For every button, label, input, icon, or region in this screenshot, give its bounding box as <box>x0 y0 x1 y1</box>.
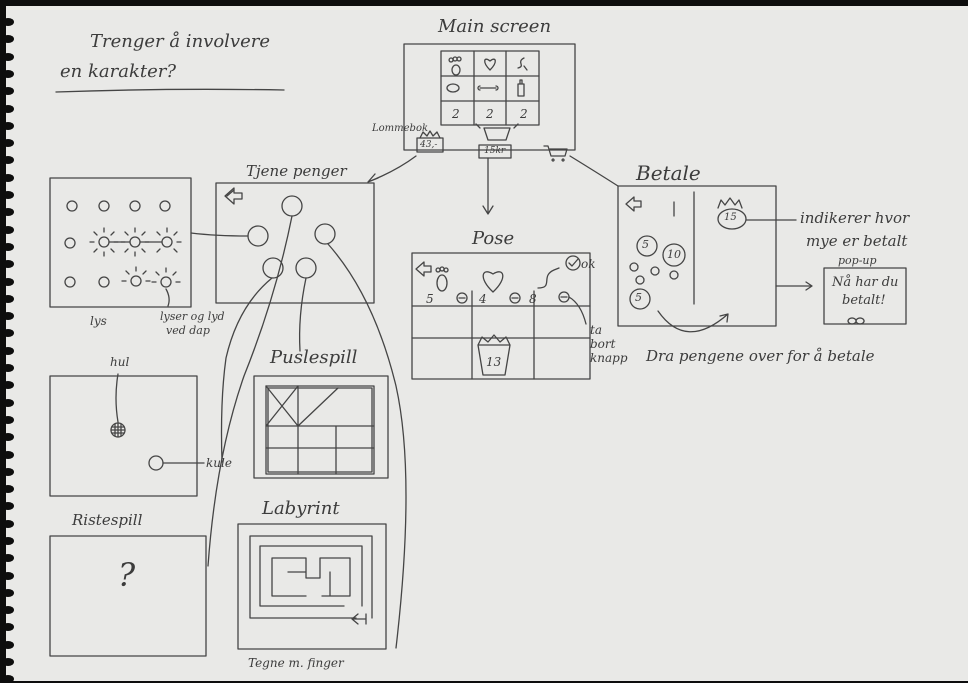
ok-check-circle <box>566 256 580 270</box>
pay-frame <box>618 186 776 326</box>
bag-count-1: 5 <box>426 293 434 305</box>
grid-bottle-icon <box>518 80 524 96</box>
grid-label-2: 2 <box>486 108 494 120</box>
coin-small-2 <box>651 267 659 275</box>
grid-ellipse-icon <box>447 84 459 92</box>
drag-arrow <box>658 311 728 332</box>
remove-note-line-1: ta <box>590 324 602 336</box>
coin-label-5b: 5 <box>635 292 642 303</box>
note-line-1: Trenger å involvere <box>90 33 270 51</box>
earn-button-3 <box>315 224 335 244</box>
drag-caption: Dra pengene over for å betale <box>646 349 875 364</box>
hole-label: hul <box>110 356 129 368</box>
puzzle-title: Puslespill <box>270 349 357 367</box>
note-line-2: en karakter? <box>60 63 176 81</box>
arrow-pay-to-popup <box>776 282 812 290</box>
grid-label-3: 2 <box>520 108 528 120</box>
ball-circle <box>149 456 163 470</box>
grid-snake-icon <box>518 58 527 70</box>
pay-title: Betale <box>636 163 701 183</box>
scratch-title: Ristespill <box>72 513 142 528</box>
coin-small-4 <box>636 276 644 284</box>
bag-snake-icon <box>538 268 559 288</box>
arrow-main-to-earn <box>368 156 416 182</box>
remove-note-line-2: bort <box>590 338 615 350</box>
coin-label-5: 5 <box>642 239 649 250</box>
earn-button-2 <box>248 226 268 246</box>
earn-frame <box>216 183 374 303</box>
lights-caption: lys <box>90 315 107 327</box>
bag-count-2: 4 <box>479 293 487 305</box>
earn-button-5 <box>296 258 316 278</box>
lights-row-3 <box>65 267 180 287</box>
grid-label-1: 2 <box>452 108 460 120</box>
puzzle-frame <box>254 376 388 478</box>
bag-back-icon <box>416 262 431 276</box>
main-screen-title: Main screen <box>438 18 551 36</box>
maze-arrow <box>352 614 366 624</box>
bag-amount-label: 15kr <box>484 147 505 156</box>
bag-title: Pose <box>472 230 514 248</box>
coin-small-1 <box>630 263 638 271</box>
grid-bone-icon <box>478 86 498 90</box>
hole-pointer <box>116 374 118 422</box>
popup-title: pop-up <box>838 255 877 266</box>
coin-small-3 <box>670 271 678 279</box>
link-earn-to-lights <box>191 233 248 236</box>
indicator-note-line-2: mye er betalt <box>806 234 907 249</box>
ball-label: kule <box>206 457 232 469</box>
puzzle-board <box>266 386 374 474</box>
coin-label-10: 10 <box>667 249 681 260</box>
bag-count-3: 8 <box>529 293 537 305</box>
grid-footprint-icon <box>449 57 461 75</box>
earn-title: Tjene penger <box>246 164 347 179</box>
indicator-note-line-1: indikerer hvor <box>800 211 909 226</box>
wallet-amount: 43,- <box>420 141 437 150</box>
maze-caption: Tegne m. finger <box>248 657 344 669</box>
ok-label: ok <box>581 258 596 270</box>
lights-note-line-1: lyser og lyd <box>160 311 225 322</box>
popup-line-1: Nå har du <box>832 276 898 289</box>
note-underline <box>56 89 284 92</box>
lights-note-line-2: ved dap <box>166 325 210 336</box>
basket-amount: 13 <box>486 356 501 368</box>
scratch-question-mark: ? <box>118 559 135 591</box>
bag-footprint-icon <box>436 267 448 291</box>
arrow-main-to-pay <box>570 156 618 186</box>
link-earn-to-maze <box>328 244 406 648</box>
wallet-label: Lommebok <box>372 124 428 134</box>
earn-button-1 <box>282 196 302 216</box>
link-earn-to-puzzle <box>300 278 306 351</box>
popup-coins <box>848 318 864 324</box>
lights-row-1 <box>67 201 170 211</box>
scratch-frame <box>50 536 206 656</box>
maze-walls <box>250 536 372 618</box>
crown-amount: 15 <box>724 213 737 223</box>
maze-title: Labyrint <box>262 500 340 518</box>
arrow-main-to-bag <box>483 158 493 214</box>
main-basket <box>476 124 518 140</box>
bag-heart-icon <box>483 272 503 292</box>
lights-note-pointer <box>166 289 169 306</box>
grid-heart-icon <box>485 59 496 70</box>
pay-back-icon <box>626 197 641 211</box>
sketch-paper: Trenger å involvere en karakter? Main sc… <box>6 6 968 681</box>
cart-icon <box>544 146 567 161</box>
hole-frame <box>50 376 197 496</box>
lights-row-2 <box>65 228 181 256</box>
remove-pointer <box>569 297 586 324</box>
earn-back-icon <box>225 188 242 204</box>
pay-crown <box>718 198 742 208</box>
remove-note-line-3: knapp <box>590 352 628 364</box>
popup-line-2: betalt! <box>842 294 886 307</box>
